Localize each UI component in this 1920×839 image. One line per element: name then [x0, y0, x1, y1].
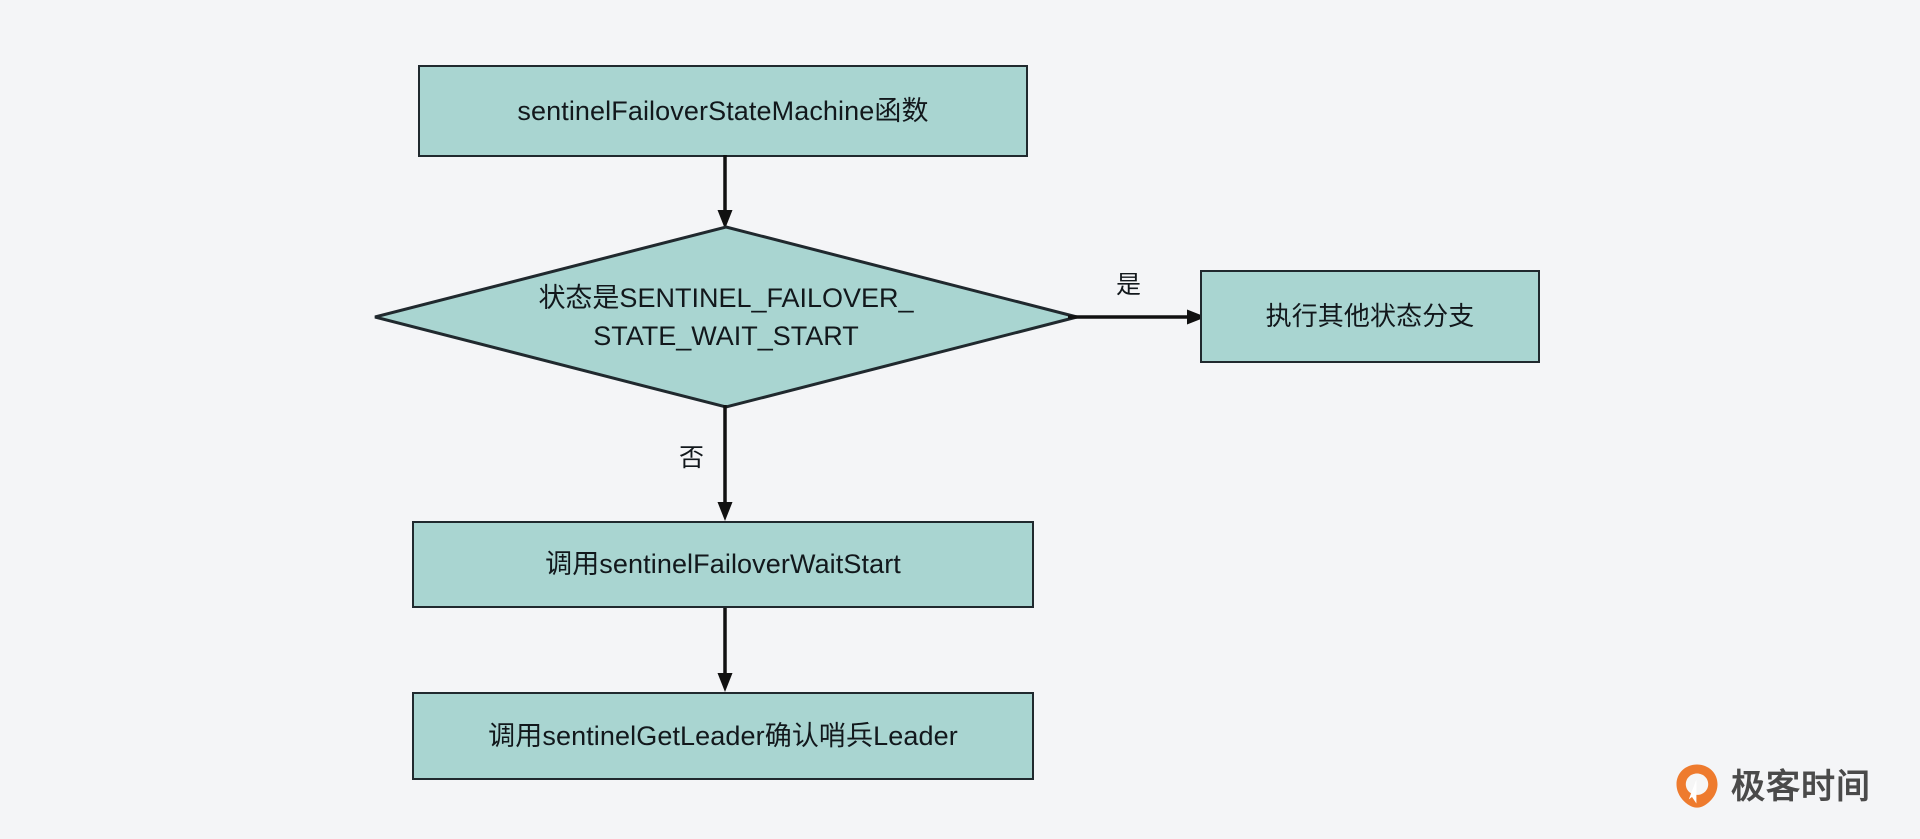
watermark-text: 极客时间: [1731, 768, 1871, 806]
geektime-pin-icon: [1672, 762, 1722, 812]
edge-decision-to-other-branch: [1068, 305, 1208, 329]
edge-call-wait-start-to-get-leader: [713, 608, 737, 694]
node-label: 调用sentinelGetLeader确认哨兵Leader: [488, 720, 958, 751]
edge-start-to-decision: [713, 155, 737, 231]
edge-decision-to-call-wait-start: [713, 405, 737, 523]
node-call-sentinel-failover-wait-start[interactable]: 调用sentinelFailoverWaitStart: [412, 521, 1034, 608]
node-label: 执行其他状态分支: [1265, 300, 1475, 331]
watermark-logo: 极客时间: [1672, 762, 1871, 812]
edge-label-yes: 是: [1116, 271, 1142, 299]
node-label: 调用sentinelFailoverWaitStart: [545, 549, 901, 580]
node-execute-other-state-branch[interactable]: 执行其他状态分支: [1200, 270, 1540, 363]
node-call-sentinel-get-leader[interactable]: 调用sentinelGetLeader确认哨兵Leader: [412, 692, 1034, 780]
node-label: sentinelFailoverStateMachine函数: [517, 95, 929, 126]
node-sentinel-failover-state-machine[interactable]: sentinelFailoverStateMachine函数: [418, 65, 1028, 157]
edge-label-no: 否: [679, 444, 705, 472]
node-decision-state-is-wait-start[interactable]: 状态是SENTINEL_FAILOVER_ STATE_WAIT_START: [372, 224, 1080, 410]
